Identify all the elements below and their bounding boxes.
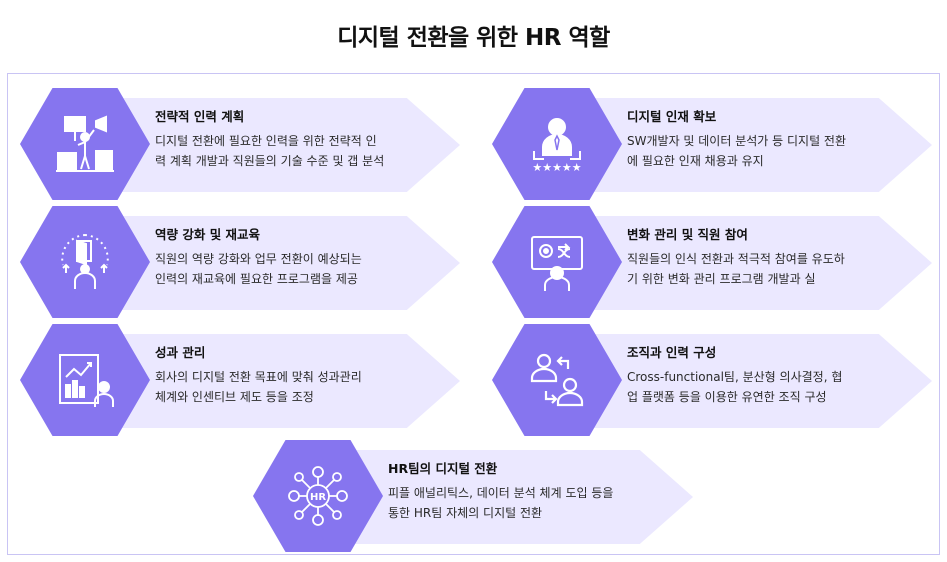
hexagon-badge (492, 324, 622, 436)
card-title: 조직과 인력 구성 (627, 345, 717, 360)
card-title: 성과 관리 (155, 345, 206, 360)
card-title: 디지털 인재 확보 (627, 109, 717, 124)
hexagon-badge (20, 88, 150, 200)
performance-chart-icon (59, 354, 114, 407)
role-card-change-management: 변화 관리 및 직원 참여 직원들의 인식 전환과 적극적 참여를 유도하 기 … (492, 206, 932, 318)
card-description-line-2: 력 계획 개발과 직원들의 기술 수준 및 갭 분석 (155, 154, 385, 168)
role-card-digital-talent-acquisition: ★★★★★ 디지털 인재 확보 SW개발자 및 데이터 분석가 등 디지털 전환… (492, 88, 932, 200)
hexagon-badge: ★★★★★ (492, 88, 622, 200)
card-description-line-2: 에 필요한 인재 채용과 유지 (627, 154, 764, 168)
role-card-performance-management: 성과 관리 회사의 디지털 전환 목표에 맞춰 성과관리 체계와 인센티브 제도… (20, 324, 460, 436)
card-title: 역량 강화 및 재교육 (155, 227, 261, 242)
role-card-strategic-workforce-planning: 전략적 인력 계획 디지털 전환에 필요한 인력을 위한 전략적 인 력 계획 … (20, 88, 460, 200)
card-description-line-1: Cross-functional팀, 분산형 의사결정, 협 (627, 370, 843, 384)
hr-network-icon: HR (288, 466, 348, 526)
hexagon-badge (20, 206, 150, 318)
card-title: HR팀의 디지털 전환 (388, 461, 498, 476)
card-description-line-2: 통한 HR팀 자체의 디지털 전환 (388, 506, 543, 520)
card-description-line-1: SW개발자 및 데이터 분석가 등 디지털 전환 (627, 134, 847, 148)
people-exchange-icon (530, 353, 584, 407)
card-description-line-2: 인력의 재교육에 필요한 프로그램을 제공 (155, 272, 358, 286)
card-description-line-1: 직원의 역량 강화와 업무 전환이 예상되는 (155, 252, 362, 266)
hr-badge-text: HR (310, 492, 326, 503)
growth-door-icon (61, 234, 109, 289)
card-description-line-1: 피플 애널리틱스, 데이터 분석 체계 도입 등을 (388, 486, 614, 500)
card-description-line-1: 회사의 디지털 전환 목표에 맞춰 성과관리 (155, 370, 362, 384)
card-description-line-2: 기 위한 변화 관리 프로그램 개발과 실 (627, 272, 816, 286)
presentation-board-icon (531, 236, 583, 291)
role-card-hr-digital-transformation: HR HR팀의 디지털 전환 피플 애널리틱스, 데이터 분석 체계 도입 등을… (253, 440, 693, 552)
card-description-line-1: 디지털 전환에 필요한 인력을 위한 전략적 인 (155, 134, 377, 148)
hexagon-badge (492, 206, 622, 318)
card-description-line-2: 체계와 인센티브 제도 등을 조정 (155, 390, 314, 404)
card-title: 전략적 인력 계획 (155, 109, 245, 124)
card-title: 변화 관리 및 직원 참여 (627, 227, 748, 242)
role-card-upskilling-reskilling: 역량 강화 및 재교육 직원의 역량 강화와 업무 전환이 예상되는 인력의 재… (20, 206, 460, 318)
page-title: 디지털 전환을 위한 HR 역할 (337, 25, 610, 51)
rated-employee-icon: ★★★★★ (532, 118, 582, 174)
protest-sign-icon (56, 115, 114, 172)
card-description-line-1: 직원들의 인식 전환과 적극적 참여를 유도하 (627, 252, 845, 266)
role-card-organization-workforce: 조직과 인력 구성 Cross-functional팀, 분산형 의사결정, 협… (492, 324, 932, 436)
card-description-line-2: 업 플랫폼 등을 이용한 유연한 조직 구성 (627, 390, 827, 404)
svg-text:★★★★★: ★★★★★ (532, 161, 581, 174)
